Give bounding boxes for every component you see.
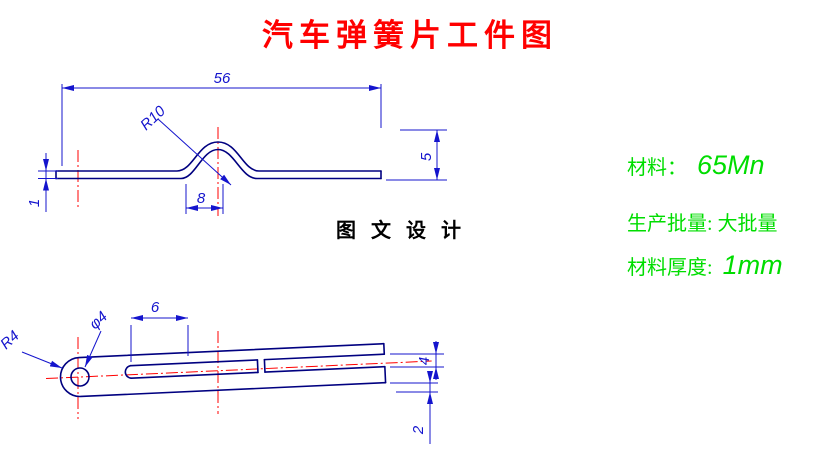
slot-bottom-edge <box>130 371 259 379</box>
side-view: 56 R10 8 5 1 <box>26 70 447 216</box>
plan-part <box>46 342 432 398</box>
slot-divider-right <box>263 358 266 373</box>
slot-end-arc <box>124 364 132 379</box>
note-batch: 生产批量: 大批量 <box>627 207 778 236</box>
note-thickness: 材料厚度: 1mm <box>627 250 783 281</box>
thickness-label: 材料厚度: <box>627 257 713 279</box>
dim-height-label: 5 <box>418 152 435 161</box>
part-outline <box>59 342 387 398</box>
dim-radius-label: R10 <box>137 102 169 134</box>
dim-slot-start-label: 6 <box>151 299 160 316</box>
slot-bottom-edge-2 <box>264 365 386 373</box>
dim-end-radius-label: R4 <box>0 327 23 353</box>
material-value: 65Mn <box>697 150 765 180</box>
page-title: 汽车弹簧片工件图 <box>262 18 558 53</box>
dim-length-label: 56 <box>214 70 231 87</box>
centerline-axis <box>46 360 432 380</box>
thickness-value: 1mm <box>722 250 783 280</box>
part-right-cap-bottom <box>384 365 387 384</box>
dim-hole-diameter-label: φ4 <box>86 308 111 333</box>
slot-divider-left <box>256 359 259 374</box>
dim-slot-width-label: 4 <box>416 357 433 365</box>
batch-line: 生产批量: 大批量 <box>627 213 778 235</box>
radius-leader-line <box>21 351 63 369</box>
hole <box>70 367 90 387</box>
plan-view: R4 φ4 6 4 2 <box>0 299 444 444</box>
dim-thickness-label: 1 <box>26 199 43 207</box>
dim-tip-width-label: 2 <box>410 425 427 435</box>
radius-leader-line <box>157 118 232 186</box>
material-label: 材料： <box>627 157 687 179</box>
part-bottom-edge <box>55 148 382 180</box>
slot-top-edge-2 <box>263 353 386 361</box>
slot-top-edge <box>129 359 259 367</box>
dim-hump-width-label: 8 <box>197 190 206 207</box>
hole-leader-line <box>84 330 102 368</box>
note-material: 材料： 65Mn <box>627 150 765 181</box>
caption-text: 图 文 设 计 <box>336 220 466 242</box>
part-top-edge <box>55 141 382 172</box>
